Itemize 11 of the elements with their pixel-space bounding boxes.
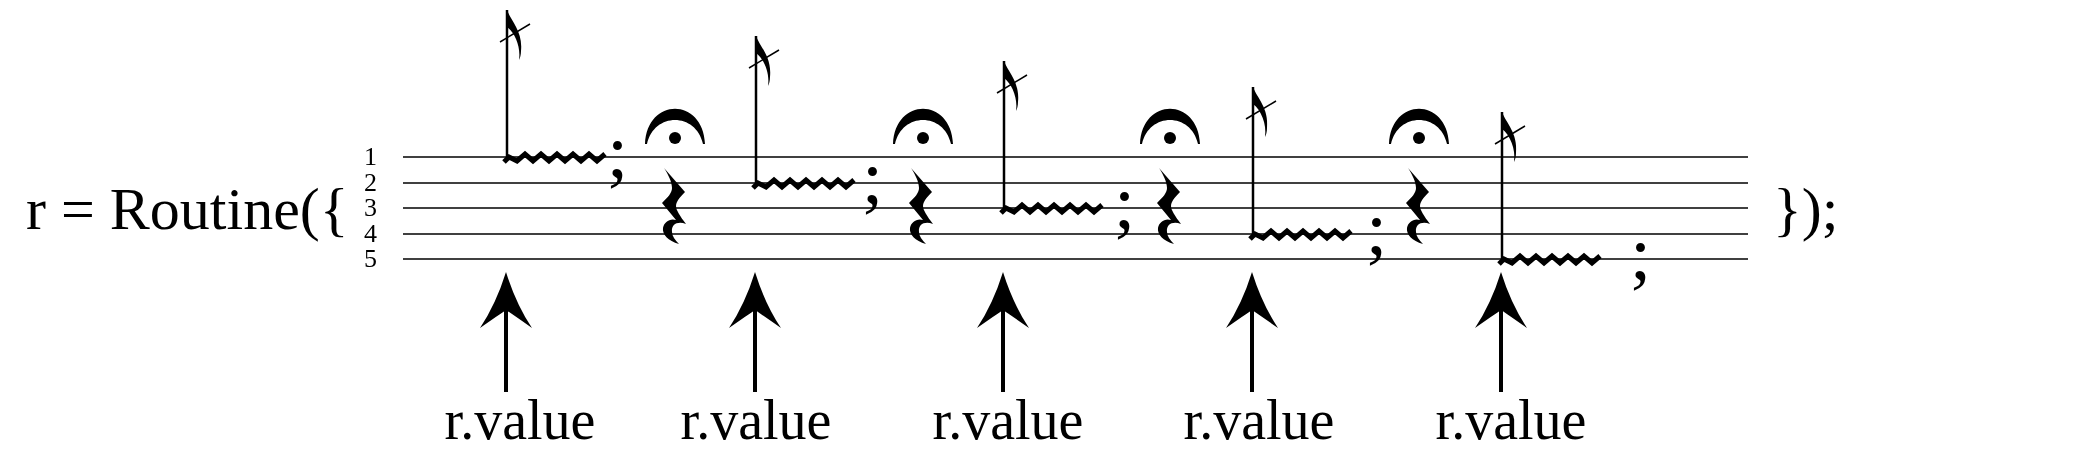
- code-label: r.value: [1183, 392, 1335, 448]
- staff-line-number: 1: [364, 144, 377, 170]
- code-label: r.value: [680, 392, 832, 448]
- staff-line-number: 5: [364, 246, 377, 272]
- staff-line-number: 2: [364, 170, 377, 196]
- grace-note-trill-icon: [1494, 111, 1604, 269]
- code-label: r.value: [1435, 392, 1587, 448]
- code-label: r.value: [444, 392, 596, 448]
- code-label: r.value: [932, 392, 1084, 448]
- staff-line-number: 3: [364, 195, 377, 221]
- staff-line-number: 4: [364, 221, 377, 247]
